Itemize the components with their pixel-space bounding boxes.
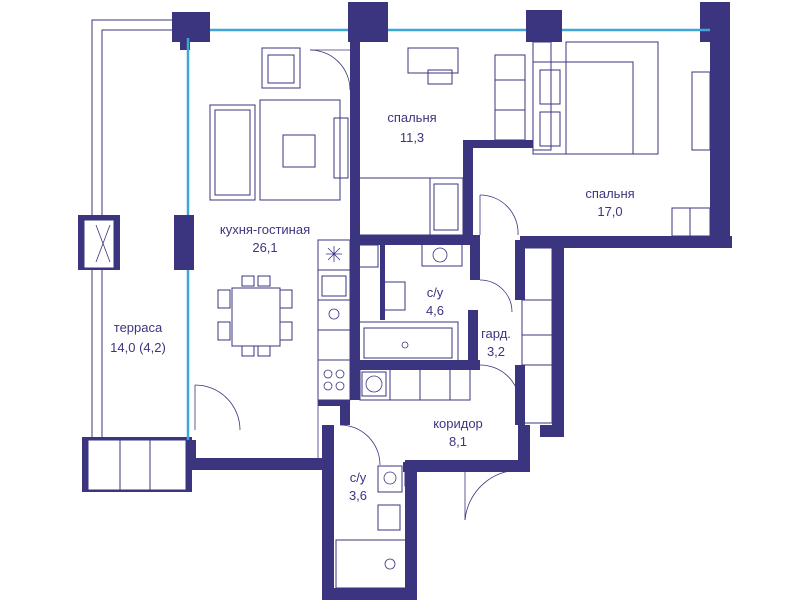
- room-area-bath2: 3,6: [349, 488, 367, 503]
- room-name-terrace: терраса: [114, 320, 163, 335]
- room-area-bath1: 4,6: [426, 303, 444, 318]
- room-area-wardrobe: 3,2: [487, 344, 505, 359]
- bath2-fixtures: [335, 465, 416, 589]
- doors: [194, 49, 521, 521]
- room-area-bedroom2: 17,0: [597, 204, 622, 219]
- room-area-living: 26,1: [252, 240, 277, 255]
- room-name-bedroom2: спальня: [585, 186, 634, 201]
- room-name-bath1: с/у: [427, 285, 444, 300]
- room-area-corridor: 8,1: [449, 434, 467, 449]
- room-area-terrace: 14,0 (4,2): [110, 340, 166, 355]
- room-labels: терраса 14,0 (4,2) кухня-гостиная 26,1 с…: [110, 110, 635, 503]
- room-area-bedroom1: 11,3: [400, 130, 424, 145]
- room-name-bedroom1: спальня: [387, 110, 436, 125]
- outer-walls: [172, 2, 732, 600]
- room-name-wardrobe: гард.: [481, 326, 511, 341]
- bedroom1-furniture: [357, 47, 526, 236]
- glazing: [186, 28, 710, 440]
- interior-walls: [318, 40, 533, 472]
- room-name-living: кухня-гостиная: [220, 222, 310, 237]
- wardrobe-furniture: [317, 247, 553, 460]
- living-furniture: [209, 47, 351, 401]
- bath1-fixtures: [357, 241, 463, 363]
- bedroom2-furniture: [532, 41, 711, 237]
- room-name-corridor: коридор: [433, 416, 483, 431]
- terrace-outline: [78, 19, 192, 492]
- room-name-bath2: с/у: [350, 470, 367, 485]
